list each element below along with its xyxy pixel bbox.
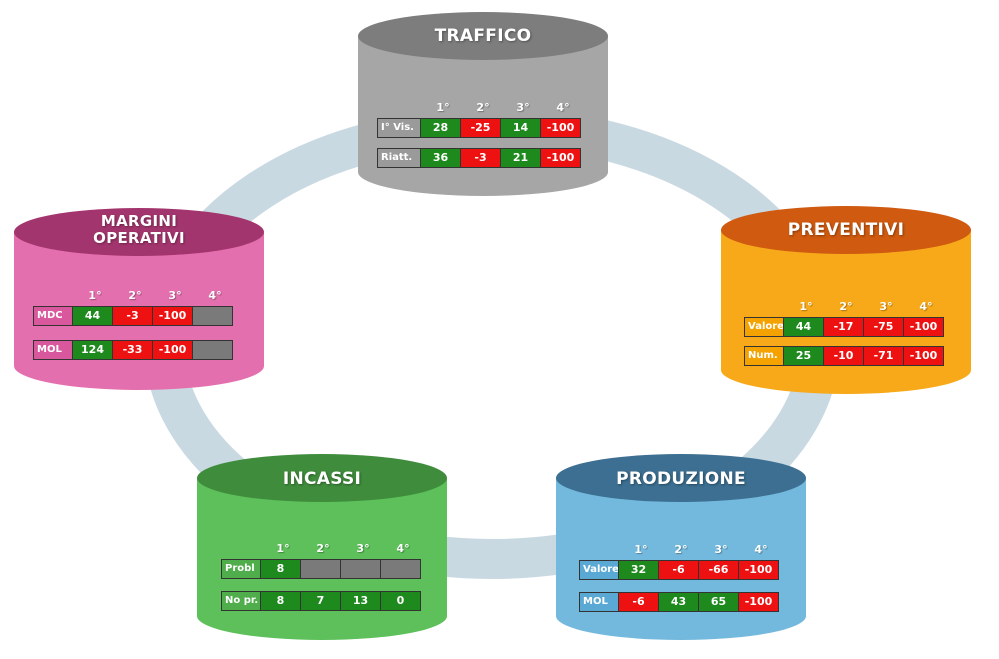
empty-cell bbox=[340, 559, 381, 579]
quarter-header-4: 4° bbox=[208, 289, 222, 302]
traffico-row-1: I° Vis. 28 -25 14 -100 bbox=[377, 118, 581, 138]
cylinder-produzione: PRODUZIONE 1° 2° 3° 4° Valore 32 -6 -66 … bbox=[555, 452, 807, 642]
preventivi-row-2: Num. 25 -10 -71 -100 bbox=[744, 346, 944, 366]
value-cell: 124 bbox=[72, 340, 113, 360]
quarter-header-1: 1° bbox=[88, 289, 102, 302]
value-cell: 14 bbox=[500, 118, 541, 138]
quarter-header-1: 1° bbox=[634, 543, 648, 556]
row-label: Valore bbox=[744, 317, 784, 337]
value-cell: -66 bbox=[698, 560, 739, 580]
value-cell: -71 bbox=[863, 346, 904, 366]
preventivi-title: PREVENTIVI bbox=[787, 220, 905, 240]
value-cell: -100 bbox=[540, 118, 581, 138]
produzione-title: PRODUZIONE bbox=[616, 469, 746, 489]
row-label: MDC bbox=[33, 306, 73, 326]
cylinder-traffico: TRAFFICO 1° 2° 3° 4° I° Vis. 28 -25 14 -… bbox=[357, 10, 609, 198]
value-cell: -17 bbox=[823, 317, 864, 337]
margini-title-line-2: OPERATIVI bbox=[93, 229, 185, 247]
value-cell: 43 bbox=[658, 592, 699, 612]
quarter-header-2: 2° bbox=[128, 289, 142, 302]
empty-cell bbox=[300, 559, 341, 579]
value-cell: -75 bbox=[863, 317, 904, 337]
value-cell: 8 bbox=[260, 591, 301, 611]
quarter-header-3: 3° bbox=[714, 543, 728, 556]
quarter-header-3: 3° bbox=[516, 101, 530, 114]
margini-title-line-1: MARGINI bbox=[100, 212, 178, 230]
quarter-header-2: 2° bbox=[316, 542, 330, 555]
value-cell: 36 bbox=[420, 148, 461, 168]
value-cell: -10 bbox=[823, 346, 864, 366]
traffico-title: TRAFFICO bbox=[434, 26, 532, 46]
value-cell: -100 bbox=[903, 346, 944, 366]
value-cell: 44 bbox=[72, 306, 113, 326]
row-label: Riatt. bbox=[377, 148, 421, 168]
value-cell: -100 bbox=[903, 317, 944, 337]
quarter-header-3: 3° bbox=[879, 300, 893, 313]
quarter-header-3: 3° bbox=[356, 542, 370, 555]
value-cell: -100 bbox=[738, 592, 779, 612]
empty-cell bbox=[192, 340, 233, 360]
incassi-row-2: No pr. 8 7 13 0 bbox=[221, 591, 421, 611]
cylinder-incassi: INCASSI 1° 2° 3° 4° Probl 8 No pr. 8 7 1… bbox=[196, 452, 448, 642]
quarter-header-3: 3° bbox=[168, 289, 182, 302]
produzione-row-2: MOL -6 43 65 -100 bbox=[579, 592, 779, 612]
value-cell: -100 bbox=[152, 306, 193, 326]
margini-row-2: MOL 124 -33 -100 bbox=[33, 340, 233, 360]
cylinder-margini-operativi: MARGINI OPERATIVI 1° 2° 3° 4° MDC 44 -3 … bbox=[13, 206, 265, 392]
empty-cell bbox=[380, 559, 421, 579]
quarter-header-4: 4° bbox=[754, 543, 768, 556]
value-cell: 28 bbox=[420, 118, 461, 138]
quarter-header-1: 1° bbox=[276, 542, 290, 555]
quarter-header-4: 4° bbox=[556, 101, 570, 114]
value-cell: -100 bbox=[152, 340, 193, 360]
row-label: I° Vis. bbox=[377, 118, 421, 138]
quarter-header-4: 4° bbox=[919, 300, 933, 313]
row-label: MOL bbox=[579, 592, 619, 612]
quarter-header-2: 2° bbox=[674, 543, 688, 556]
quarter-header-2: 2° bbox=[839, 300, 853, 313]
quarter-header-2: 2° bbox=[476, 101, 490, 114]
cylinder-preventivi: PREVENTIVI 1° 2° 3° 4° Valore 44 -17 -75… bbox=[720, 204, 972, 396]
quarter-header-4: 4° bbox=[396, 542, 410, 555]
value-cell: 32 bbox=[618, 560, 659, 580]
value-cell: 8 bbox=[260, 559, 301, 579]
value-cell: 21 bbox=[500, 148, 541, 168]
row-label: MOL bbox=[33, 340, 73, 360]
row-label: Probl bbox=[221, 559, 261, 579]
incassi-title: INCASSI bbox=[282, 469, 362, 489]
quarter-header-1: 1° bbox=[436, 101, 450, 114]
row-label: Num. bbox=[744, 346, 784, 366]
incassi-row-1: Probl 8 bbox=[221, 559, 421, 579]
value-cell: 13 bbox=[340, 591, 381, 611]
produzione-row-1: Valore 32 -6 -66 -100 bbox=[579, 560, 779, 580]
value-cell: 65 bbox=[698, 592, 739, 612]
value-cell: 0 bbox=[380, 591, 421, 611]
value-cell: -100 bbox=[540, 148, 581, 168]
margini-row-1: MDC 44 -3 -100 bbox=[33, 306, 233, 326]
empty-cell bbox=[192, 306, 233, 326]
value-cell: 25 bbox=[783, 346, 824, 366]
value-cell: -6 bbox=[618, 592, 659, 612]
value-cell: -25 bbox=[460, 118, 501, 138]
value-cell: -33 bbox=[112, 340, 153, 360]
row-label: Valore bbox=[579, 560, 619, 580]
preventivi-row-1: Valore 44 -17 -75 -100 bbox=[744, 317, 944, 337]
value-cell: -100 bbox=[738, 560, 779, 580]
value-cell: -3 bbox=[460, 148, 501, 168]
value-cell: 44 bbox=[783, 317, 824, 337]
value-cell: 7 bbox=[300, 591, 341, 611]
value-cell: -3 bbox=[112, 306, 153, 326]
value-cell: -6 bbox=[658, 560, 699, 580]
quarter-header-1: 1° bbox=[799, 300, 813, 313]
row-label: No pr. bbox=[221, 591, 261, 611]
traffico-row-2: Riatt. 36 -3 21 -100 bbox=[377, 148, 581, 168]
